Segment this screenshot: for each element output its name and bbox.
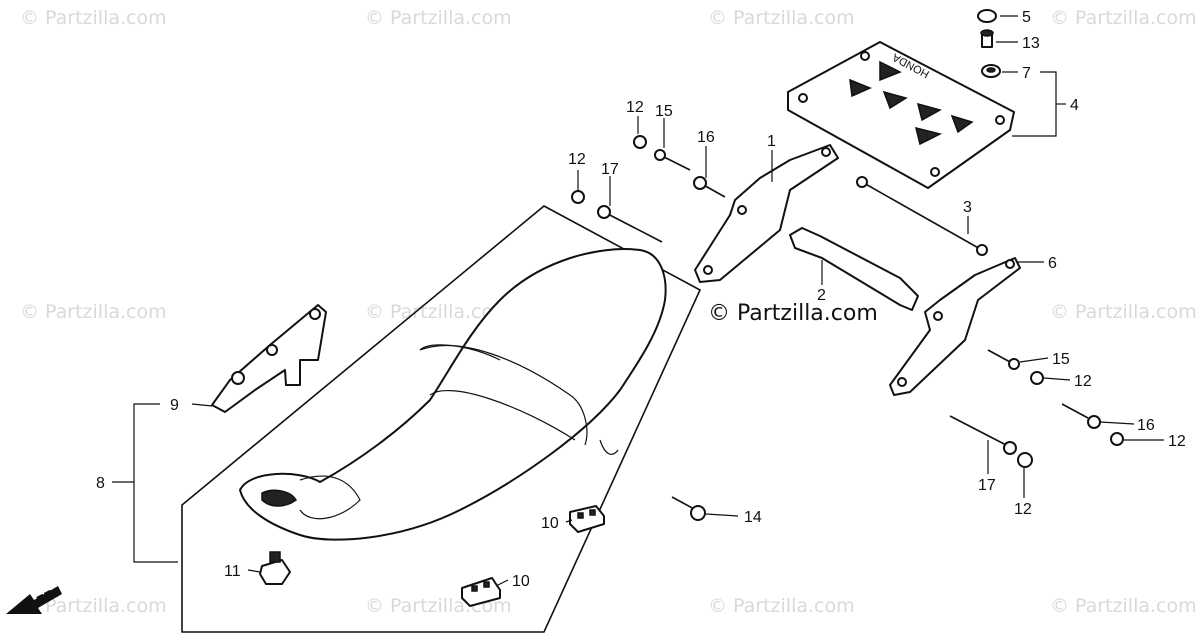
rail-part-2	[789, 227, 919, 311]
bolt-part-17-a	[597, 205, 663, 243]
watermark: © Partzilla.com	[708, 595, 855, 617]
callout-7: 7	[1022, 65, 1031, 82]
watermark: © Partzilla.com	[708, 7, 855, 29]
bracket-part-6	[889, 257, 1021, 396]
callout-17: 17	[601, 161, 619, 178]
rod-part-3	[856, 176, 988, 256]
callout-4: 4	[1070, 97, 1079, 114]
nut-part-12-b	[571, 190, 585, 204]
bolt-part-17-b	[949, 415, 1017, 455]
callout-3: 3	[963, 199, 972, 216]
nut-part-12-d	[1110, 432, 1124, 446]
hook-part-10-lower	[461, 577, 501, 607]
callout-16: 16	[697, 129, 715, 146]
watermark-layer: © Partzilla.com © Partzilla.com © Partzi…	[20, 7, 1197, 617]
watermark: © Partzilla.com	[1050, 595, 1197, 617]
callout-14: 14	[744, 509, 762, 526]
nut-part-12-e	[1017, 452, 1033, 468]
bolt-part-14	[671, 496, 706, 521]
watermark: © Partzilla.com	[1050, 301, 1197, 323]
callout-15: 15	[655, 103, 673, 120]
bolt-part-13	[980, 29, 994, 48]
nut-part-12-a	[633, 135, 647, 149]
leader-lines	[112, 15, 1164, 587]
bolt-part-16-b	[1061, 403, 1101, 429]
watermark: © Partzilla.com	[365, 301, 512, 323]
watermark: © Partzilla.com	[20, 301, 167, 323]
grab-rail-part-4: HONDA	[787, 41, 1015, 189]
callout-12: 12	[568, 151, 586, 168]
callout-1: 1	[767, 133, 776, 150]
callout-12: 12	[1168, 433, 1186, 450]
watermark: © Partzilla.com	[20, 595, 167, 617]
hook-part-10-upper	[569, 505, 605, 533]
cap-part-5	[977, 9, 997, 23]
callout-13: 13	[1022, 35, 1040, 52]
seat-bracket-part-9	[211, 304, 327, 413]
callout-5: 5	[1022, 9, 1031, 26]
callout-9: 9	[170, 397, 179, 414]
watermark: © Partzilla.com	[1050, 7, 1197, 29]
callout-16: 16	[1137, 417, 1155, 434]
callout-12: 12	[1014, 501, 1032, 518]
callout-12: 12	[1074, 373, 1092, 390]
washer-part-7	[981, 64, 1001, 78]
callout-12: 12	[626, 99, 644, 116]
arrow-left-icon	[6, 586, 62, 614]
center-watermark: © Partzilla.com	[708, 301, 878, 326]
callout-11: 11	[224, 563, 241, 580]
callout-2: 2	[817, 287, 826, 304]
seat-assembly-frame	[181, 205, 702, 633]
bracket-part-1	[694, 144, 839, 283]
callout-labels: 5 13 7 4 1 3 6 2 12 15 16 12 17 15 12 16…	[96, 9, 1186, 590]
nut-part-12-c	[1030, 371, 1044, 385]
callout-6: 6	[1048, 255, 1057, 272]
watermark: © Partzilla.com	[365, 7, 512, 29]
callout-8: 8	[96, 475, 105, 492]
bolt-part-16-a	[693, 176, 726, 198]
callout-10: 10	[512, 573, 530, 590]
bolt-part-15-a	[654, 149, 691, 171]
clip-part-11	[259, 551, 291, 585]
bolt-part-15-b	[987, 349, 1020, 370]
callout-10: 10	[541, 515, 559, 532]
seat	[239, 248, 667, 541]
watermark: © Partzilla.com	[20, 7, 167, 29]
callout-17: 17	[978, 477, 996, 494]
callout-15: 15	[1052, 351, 1070, 368]
